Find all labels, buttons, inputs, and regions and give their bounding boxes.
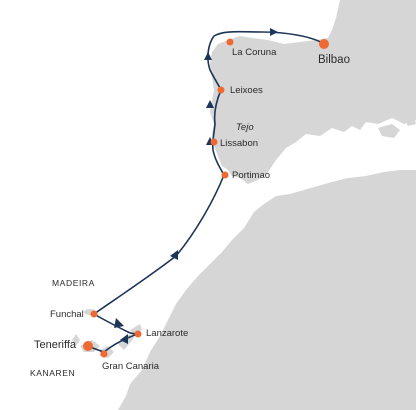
- label-bilbao: Bilbao: [318, 54, 350, 66]
- route-arrow: [170, 250, 178, 260]
- port-marker-funchal: [90, 310, 98, 318]
- port-marker-lanzarote: [134, 330, 142, 338]
- port-marker-la-coruna: [226, 38, 234, 46]
- label-teneriffa: Teneriffa: [34, 339, 77, 351]
- label-gran-canaria: Gran Canaria: [102, 361, 160, 372]
- route-arrow: [204, 52, 212, 60]
- la-palma-island: [72, 334, 80, 346]
- label-la-coruna: La Coruna: [232, 47, 277, 58]
- label-tejo: Tejo: [236, 122, 254, 133]
- label-madeira: MADEIRA: [52, 278, 95, 288]
- port-marker-gran-canaria: [100, 350, 108, 358]
- label-funchal: Funchal: [50, 309, 84, 320]
- port-marker-teneriffa: [83, 341, 93, 351]
- iberia-landmass: [210, 0, 416, 184]
- balearic-islands: [378, 124, 400, 138]
- label-portimao: Portimao: [232, 170, 270, 181]
- label-lanzarote: Lanzarote: [146, 328, 188, 339]
- route-arrow: [270, 28, 278, 36]
- port-marker-portimao: [221, 171, 229, 179]
- label-kanaren: KANAREN: [30, 368, 75, 378]
- africa-landmass: [118, 170, 416, 410]
- port-marker-leixoes: [217, 86, 225, 94]
- label-lissabon: Lissabon: [220, 138, 258, 149]
- port-marker-lissabon: [210, 138, 218, 146]
- balearic-islands-small: [404, 116, 416, 126]
- port-marker-bilbao: [319, 39, 329, 49]
- label-leixoes: Leixoes: [230, 85, 263, 96]
- route-arrow: [120, 334, 128, 344]
- route-arrow: [114, 318, 124, 328]
- route-arrow: [206, 100, 214, 108]
